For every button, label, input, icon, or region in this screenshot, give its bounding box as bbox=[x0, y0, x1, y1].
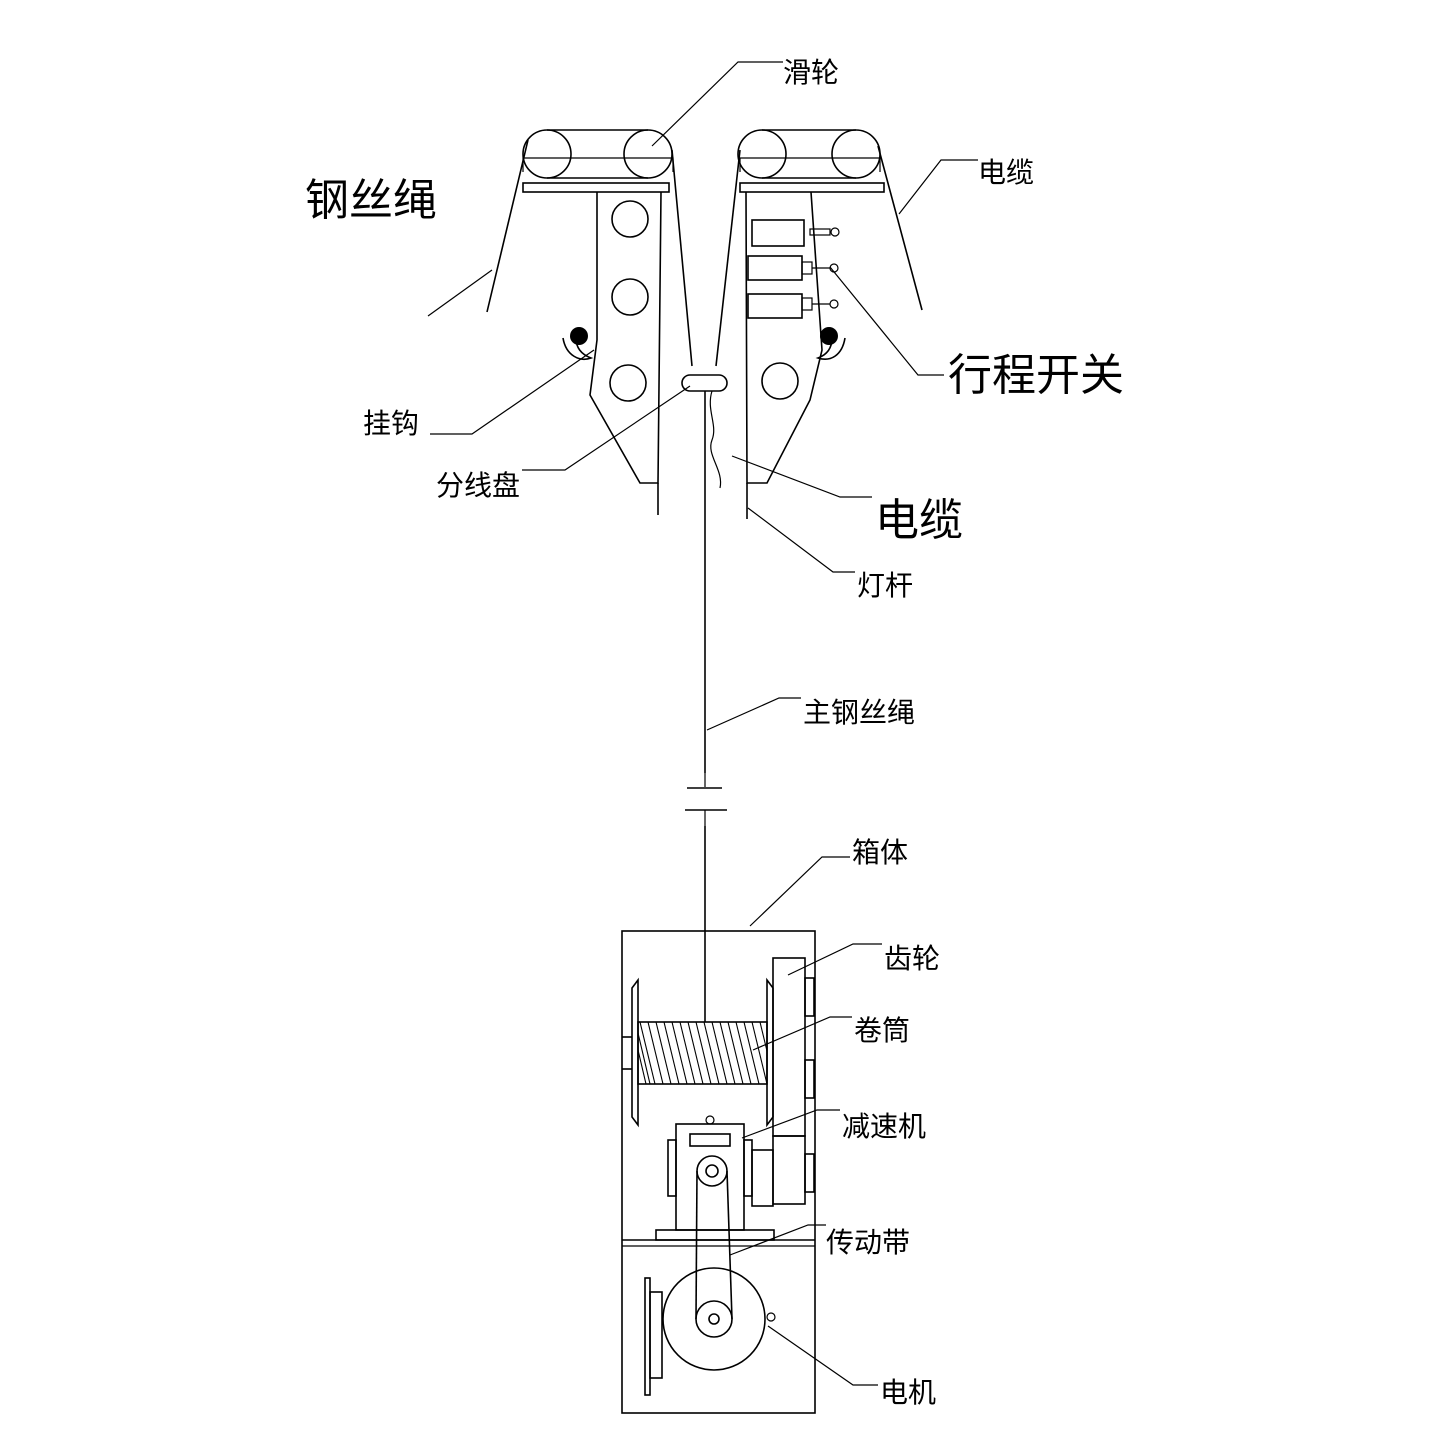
label-gear: 齿轮 bbox=[884, 942, 940, 975]
right-bracket bbox=[745, 191, 823, 484]
splitter-disc bbox=[681, 374, 728, 392]
right-outer-cable bbox=[877, 145, 923, 311]
label-box-body: 箱体 bbox=[852, 836, 908, 869]
limit-switch-2 bbox=[747, 255, 839, 281]
left-bracket bbox=[589, 191, 662, 484]
label-cable-top: 电缆 bbox=[978, 156, 1034, 189]
label-motor: 电机 bbox=[880, 1376, 936, 1409]
motor bbox=[644, 1267, 776, 1396]
label-drum: 卷筒 bbox=[854, 1014, 910, 1047]
left-pulley-pair bbox=[522, 129, 674, 179]
label-wire-rope: 钢丝绳 bbox=[305, 175, 437, 226]
main-wire-rope-assembly bbox=[685, 391, 727, 1022]
hanging-cable bbox=[709, 390, 722, 489]
top-lamp-bracket-assembly bbox=[486, 129, 923, 519]
drive-belt bbox=[695, 1170, 733, 1320]
limit-switch-3 bbox=[747, 293, 839, 319]
drum bbox=[622, 977, 774, 1128]
left-mounting-plate bbox=[522, 182, 670, 193]
winch-box bbox=[621, 930, 816, 1414]
limit-switch-1 bbox=[751, 219, 840, 247]
left-inner-wire-rope bbox=[671, 149, 693, 367]
right-mounting-plate bbox=[739, 182, 885, 193]
right-inner-cable bbox=[715, 149, 741, 367]
label-drive-belt: 传动带 bbox=[826, 1226, 910, 1259]
left-outer-wire-rope bbox=[486, 139, 529, 313]
reducer bbox=[655, 1115, 775, 1241]
label-pulley: 滑轮 bbox=[783, 56, 839, 89]
right-pulley-pair bbox=[737, 129, 881, 179]
label-splitter-disc: 分线盘 bbox=[436, 469, 520, 502]
right-hook bbox=[815, 327, 846, 360]
label-main-wire-rope: 主钢丝绳 bbox=[803, 696, 915, 729]
label-lamp-pole: 灯杆 bbox=[857, 569, 913, 602]
box-body bbox=[621, 930, 816, 1414]
label-cable-mid: 电缆 bbox=[875, 495, 963, 546]
label-hook: 挂钩 bbox=[363, 407, 419, 440]
gear bbox=[772, 957, 815, 1205]
left-hook bbox=[562, 327, 594, 360]
leader-lines bbox=[427, 61, 978, 1386]
label-reducer: 减速机 bbox=[842, 1110, 926, 1143]
label-limit-switch: 行程开关 bbox=[948, 350, 1124, 401]
